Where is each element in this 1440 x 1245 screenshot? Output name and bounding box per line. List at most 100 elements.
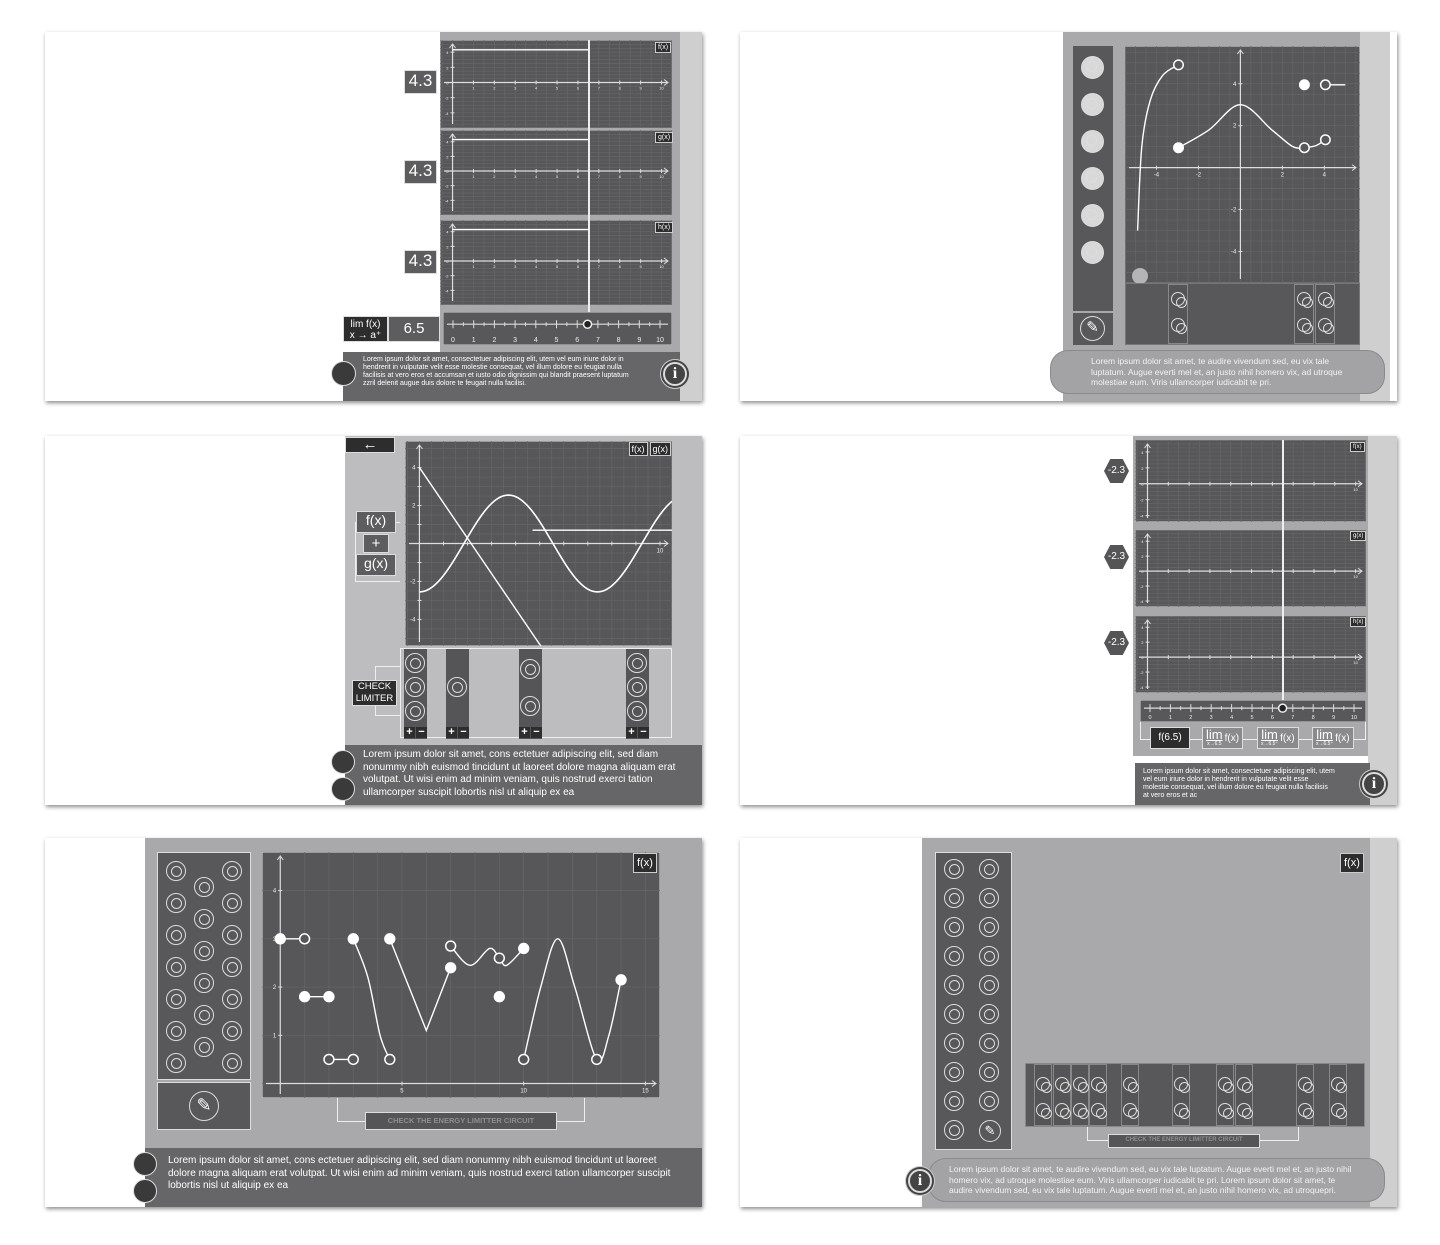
check-limiter-button[interactable]: CHECK LIMITER [352, 680, 397, 706]
component-socket-icon[interactable] [194, 941, 214, 961]
minus-button[interactable]: − [638, 727, 649, 738]
component-socket-icon[interactable] [944, 888, 964, 908]
pencil-button[interactable]: ✎ [1073, 313, 1113, 345]
component-socket-icon[interactable] [627, 653, 647, 673]
component-socket-icon[interactable] [944, 1091, 964, 1111]
component-socket-icon[interactable] [1081, 167, 1104, 190]
component-socket-icon[interactable] [944, 1004, 964, 1024]
component-socket-icon[interactable] [1123, 1103, 1139, 1119]
info-icon[interactable]: i [908, 1169, 932, 1193]
component-socket-icon[interactable] [979, 917, 999, 937]
component-socket-icon[interactable] [166, 925, 186, 945]
component-socket-icon[interactable] [194, 877, 214, 897]
component-socket-icon[interactable] [1081, 93, 1104, 116]
component-socket-icon[interactable] [166, 1053, 186, 1073]
component-socket-icon[interactable] [194, 973, 214, 993]
component-socket-icon[interactable] [1171, 292, 1187, 308]
component-socket-icon[interactable] [194, 1037, 214, 1057]
component-socket-icon[interactable] [944, 1120, 964, 1140]
component-socket-icon[interactable] [944, 917, 964, 937]
component-socket-icon[interactable] [222, 1053, 242, 1073]
component-socket-icon[interactable] [405, 653, 425, 673]
component-socket-icon[interactable] [1081, 130, 1104, 153]
component-socket-icon[interactable] [944, 975, 964, 995]
plus-button[interactable]: + [519, 727, 530, 738]
component-socket-icon[interactable] [979, 1062, 999, 1082]
component-socket-icon[interactable] [166, 893, 186, 913]
plus-button[interactable]: + [446, 727, 457, 738]
component-socket-icon[interactable] [222, 989, 242, 1009]
component-socket-icon[interactable] [627, 701, 647, 721]
component-socket-icon[interactable] [222, 1021, 242, 1041]
component-socket-icon[interactable] [166, 989, 186, 1009]
component-socket-icon[interactable] [979, 946, 999, 966]
component-socket-icon[interactable] [1081, 204, 1104, 227]
component-socket-icon[interactable] [1297, 318, 1313, 334]
plus-button[interactable]: + [404, 727, 415, 738]
component-socket-icon[interactable] [1218, 1103, 1234, 1119]
component-socket-icon[interactable] [1123, 1077, 1139, 1093]
component-socket-icon[interactable] [405, 677, 425, 697]
info-icon[interactable]: i [1362, 772, 1386, 796]
evaluate-button[interactable]: f(6.5) [1150, 727, 1190, 749]
gx-button[interactable]: g(x) [356, 554, 396, 576]
component-socket-icon[interactable] [520, 696, 540, 716]
component-socket-icon[interactable] [1298, 1103, 1314, 1119]
fx-button[interactable]: f(x) [356, 511, 396, 533]
component-socket-icon[interactable] [1174, 1103, 1190, 1119]
component-socket-icon[interactable] [222, 893, 242, 913]
minus-button[interactable]: − [458, 727, 469, 738]
component-socket-icon[interactable] [194, 909, 214, 929]
component-socket-icon[interactable] [166, 1021, 186, 1041]
component-socket-icon[interactable] [979, 859, 999, 879]
component-socket-icon[interactable] [1073, 1103, 1089, 1119]
component-socket-icon[interactable] [979, 1004, 999, 1024]
component-socket-icon[interactable] [1297, 292, 1313, 308]
component-socket-icon[interactable] [944, 1033, 964, 1053]
pencil-button[interactable]: ✎ [979, 1120, 1001, 1142]
component-socket-icon[interactable] [166, 957, 186, 977]
component-socket-icon[interactable] [1218, 1077, 1234, 1093]
component-socket-icon[interactable] [944, 946, 964, 966]
component-socket-icon[interactable] [405, 701, 425, 721]
piecewise-chart[interactable] [1022, 852, 1365, 1062]
component-socket-icon[interactable] [979, 975, 999, 995]
component-socket-icon[interactable] [1055, 1077, 1071, 1093]
component-socket-icon[interactable] [1331, 1103, 1347, 1119]
component-socket-icon[interactable] [222, 861, 242, 881]
component-socket-icon[interactable] [1036, 1077, 1052, 1093]
component-socket-icon[interactable] [944, 859, 964, 879]
component-socket-icon[interactable] [1174, 1077, 1190, 1093]
component-socket-icon[interactable] [944, 1062, 964, 1082]
component-socket-icon[interactable] [627, 677, 647, 697]
component-socket-icon[interactable] [1331, 1077, 1347, 1093]
component-socket-icon[interactable] [194, 1005, 214, 1025]
component-socket-icon[interactable] [1237, 1103, 1253, 1119]
plus-button[interactable]: + [626, 727, 637, 738]
component-socket-icon[interactable] [1237, 1077, 1253, 1093]
component-socket-icon[interactable] [1081, 56, 1104, 79]
component-socket-icon[interactable] [1318, 292, 1334, 308]
component-socket-icon[interactable] [1036, 1103, 1052, 1119]
component-socket-icon[interactable] [1298, 1077, 1314, 1093]
info-icon[interactable]: i [663, 362, 687, 386]
check-circuit-button[interactable]: CHECK THE ENERGY LIMITTER CIRCUIT [1108, 1134, 1260, 1148]
component-socket-icon[interactable] [1091, 1103, 1107, 1119]
component-socket-icon[interactable] [447, 677, 467, 697]
component-socket-icon[interactable] [979, 1091, 999, 1111]
component-socket-icon[interactable] [166, 861, 186, 881]
component-socket-icon[interactable] [520, 659, 540, 679]
component-socket-icon[interactable] [1073, 1077, 1089, 1093]
back-button[interactable]: ← [345, 437, 395, 453]
component-socket-icon[interactable] [1091, 1077, 1107, 1093]
component-socket-icon[interactable] [222, 925, 242, 945]
minus-button[interactable]: − [531, 727, 542, 738]
plus-operator[interactable]: + [363, 534, 389, 553]
component-socket-icon[interactable] [979, 1033, 999, 1053]
